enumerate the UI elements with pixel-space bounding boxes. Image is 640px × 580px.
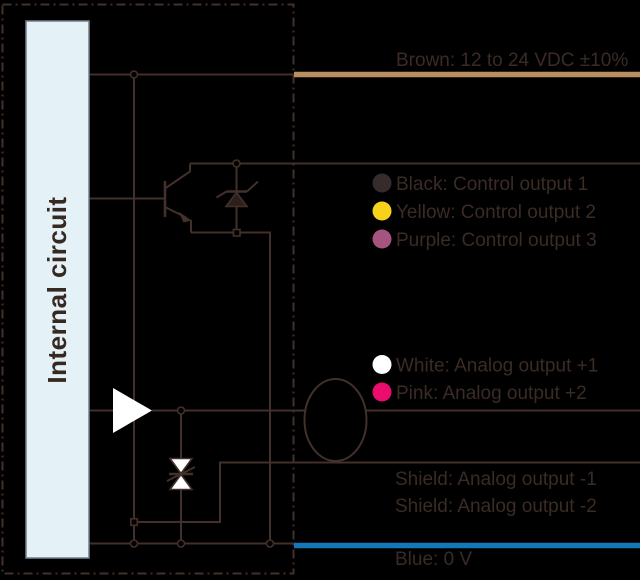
junction-dot <box>129 70 139 79</box>
npn-transistor-symbol <box>163 163 192 233</box>
junction-dot <box>232 159 241 168</box>
junction-square <box>130 517 139 527</box>
sensor-boundary-dashed-border <box>1 3 295 575</box>
amplifier-triangle-symbol <box>113 388 152 433</box>
analog-output-2-label: Pink: Analog output +2 <box>396 383 587 404</box>
zener-diode-symbol <box>215 166 259 230</box>
junction-markers <box>129 70 275 548</box>
internal-circuit-label: Internal circuit <box>42 196 72 383</box>
shield-wire <box>134 461 640 523</box>
brown-wire-label: Brown: 12 to 24 VDC ±10% <box>396 50 628 71</box>
junction-dot <box>176 406 186 415</box>
internal-circuit-block: Internal circuit <box>25 20 90 559</box>
shield-2-label: Shield: Analog output -2 <box>395 496 597 517</box>
control-output-1-label: Black: Control output 1 <box>396 174 588 195</box>
yellow-bullet-icon <box>372 201 392 221</box>
transistor-collector <box>164 163 191 190</box>
tvs-top-triangle <box>168 457 194 475</box>
cable-shield-ellipse <box>303 378 368 462</box>
blue-wire-label: Blue: 0 V <box>395 549 472 570</box>
junction-dot <box>129 539 139 548</box>
shield-1-label: Shield: Analog output -1 <box>395 469 597 490</box>
purple-bullet-icon <box>372 229 392 249</box>
transistor-emitter-arrow <box>178 211 192 223</box>
zener-anode-triangle <box>224 191 249 208</box>
emitter-return-wire <box>191 231 271 544</box>
bidirectional-zener-symbol <box>166 413 196 541</box>
control-output-3-label: Purple: Control output 3 <box>396 230 597 251</box>
junction-dot <box>265 539 275 548</box>
zener-cathode-tick-left <box>215 190 228 199</box>
white-bullet-icon <box>372 355 392 374</box>
analog-output-1-label: White: Analog output +1 <box>396 356 598 377</box>
pink-bullet-icon <box>372 382 392 402</box>
control-output-2-label: Yellow: Control output 2 <box>396 202 596 223</box>
junction-dot <box>176 539 186 548</box>
internal-circuit-box <box>25 20 90 559</box>
black-bullet-icon <box>372 173 392 193</box>
junction-square <box>232 228 241 237</box>
zener-cathode-tick-right <box>246 180 259 193</box>
